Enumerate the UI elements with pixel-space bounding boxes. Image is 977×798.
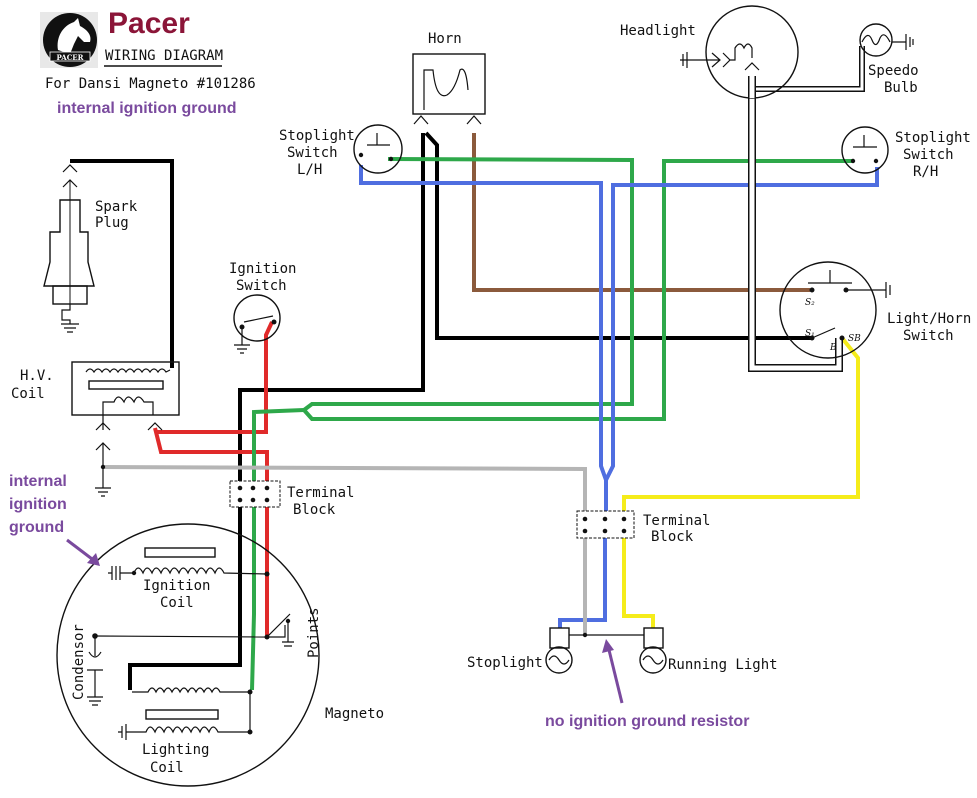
running-light-label: Running Light	[668, 657, 778, 673]
brand-title: Pacer	[108, 7, 190, 40]
model-line: For Dansi Magneto #101286	[45, 76, 256, 92]
wire-white	[749, 76, 842, 371]
logo-text: PACER	[57, 53, 84, 62]
terminal-block-right-label-1: Terminal	[643, 513, 710, 529]
wire-black-lighting	[128, 505, 242, 690]
horn: Horn	[412, 31, 486, 125]
headlight-label: Headlight	[620, 23, 696, 39]
condensor-label: Condensor	[71, 624, 87, 700]
stoplight-switch-rh: Stoplight Switch R/H	[841, 126, 971, 180]
annotation-side-line-3: ground	[9, 519, 64, 536]
stoplight-label: Stoplight	[467, 655, 543, 671]
annotation-no-resistor-text: no ignition ground resistor	[545, 713, 749, 730]
stoplight-switch-lh-label-1: Stoplight	[279, 128, 355, 144]
wire-green-lighting	[250, 505, 256, 691]
wire-blue-rh	[604, 167, 879, 481]
annotation-arrowhead-icon-2	[602, 639, 614, 653]
stoplight-switch-rh-label-3: R/H	[913, 164, 938, 180]
lighting-coil-label-1: Lighting	[142, 742, 209, 758]
terminal-sb-label: SB	[848, 334, 861, 344]
terminal-block-left-label-1: Terminal	[287, 485, 354, 501]
ignition-switch-label-2: Switch	[236, 278, 287, 294]
stoplight-switch-lh: Stoplight Switch L/H	[279, 124, 403, 178]
terminal-block-right: Terminal Block	[576, 510, 710, 545]
terminal-block-left-label-2: Block	[293, 502, 336, 518]
annotation-arrowhead-icon	[87, 553, 100, 566]
terminal-b-label: B	[829, 343, 837, 353]
wire-yellow-running	[622, 535, 655, 628]
speedo-bulb: Speedo Bulb	[859, 23, 919, 96]
points-label: Points	[306, 607, 322, 658]
light-horn-switch-label-2: Switch	[903, 328, 954, 344]
horn-label: Horn	[428, 31, 462, 47]
light-horn-switch-label-1: Light/Horn	[887, 311, 971, 327]
stoplight-switch-lh-label-2: Switch	[287, 145, 338, 161]
wire-black-spark	[70, 159, 174, 368]
wire-blue-lh	[359, 165, 608, 481]
terminal-block-left: Terminal Block	[229, 480, 354, 518]
spark-plug-label-1: Spark	[95, 199, 138, 215]
wire-red-coil	[153, 427, 269, 485]
wire-brown	[472, 133, 810, 292]
speedo-label-1: Speedo	[868, 63, 919, 79]
hv-coil-label-1: H.V.	[20, 368, 54, 384]
light-horn-switch: S₂ S₁ B SB Light/Horn Switch	[779, 261, 971, 359]
lighting-coil-label-2: Coil	[150, 760, 184, 776]
spark-plug-label-2: Plug	[95, 215, 129, 231]
annotation-side-line-1: internal	[9, 473, 67, 490]
terminal-block-right-label-2: Block	[651, 529, 694, 545]
wire-gray-ground	[102, 465, 587, 512]
annotation-arrow-shaft-2	[607, 649, 624, 704]
stoplight-switch-rh-label-2: Switch	[903, 147, 954, 163]
ignition-coil-label-1: Ignition	[143, 578, 210, 594]
ignition-switch: Ignition Switch	[229, 261, 296, 354]
wire-black-horn-terminal	[238, 133, 425, 485]
hv-coil: H.V. Coil	[11, 361, 180, 497]
annotation-internal-ground-top: internal ignition ground	[57, 100, 237, 117]
annotation-no-resistor: no ignition ground resistor	[545, 639, 749, 730]
terminal-s1-label: S₁	[805, 329, 815, 339]
diagram-subtitle: WIRING DIAGRAM	[105, 48, 223, 64]
wire-white-speedo	[752, 46, 864, 91]
ignition-coil-label-2: Coil	[160, 595, 194, 611]
annotation-side-line-2: ignition	[9, 496, 67, 513]
ignition-switch-label-1: Ignition	[229, 261, 296, 277]
wire-green-rh	[302, 159, 853, 421]
magneto: Ignition Coil Condensor Points Lighting …	[56, 523, 384, 787]
magneto-label: Magneto	[325, 706, 384, 722]
terminal-s2-label: S₂	[805, 298, 815, 308]
wire-green-tb	[252, 408, 305, 485]
hv-coil-label-2: Coil	[11, 386, 45, 402]
stoplight-switch-rh-label-1: Stoplight	[895, 130, 971, 146]
annotation-internal-ground-side: internal ignition ground	[9, 473, 100, 566]
stoplight-switch-lh-label-3: L/H	[297, 162, 322, 178]
wire-blue-stoplight	[558, 535, 607, 628]
speedo-label-2: Bulb	[884, 80, 918, 96]
wire-red-ignition-switch	[155, 321, 274, 434]
pacer-logo: PACER	[40, 12, 98, 68]
wire-white-outline	[748, 76, 843, 372]
wire-white-speedo-outline	[752, 46, 865, 92]
stoplight: Stoplight	[467, 627, 573, 674]
headlight: Headlight	[620, 5, 799, 99]
wire-black-horn-switch	[424, 131, 812, 340]
wire-green-lh	[302, 157, 634, 412]
spark-plug: Spark Plug	[43, 164, 138, 333]
running-light: Running Light	[639, 627, 778, 674]
annotation-arrow-shaft	[66, 538, 97, 564]
